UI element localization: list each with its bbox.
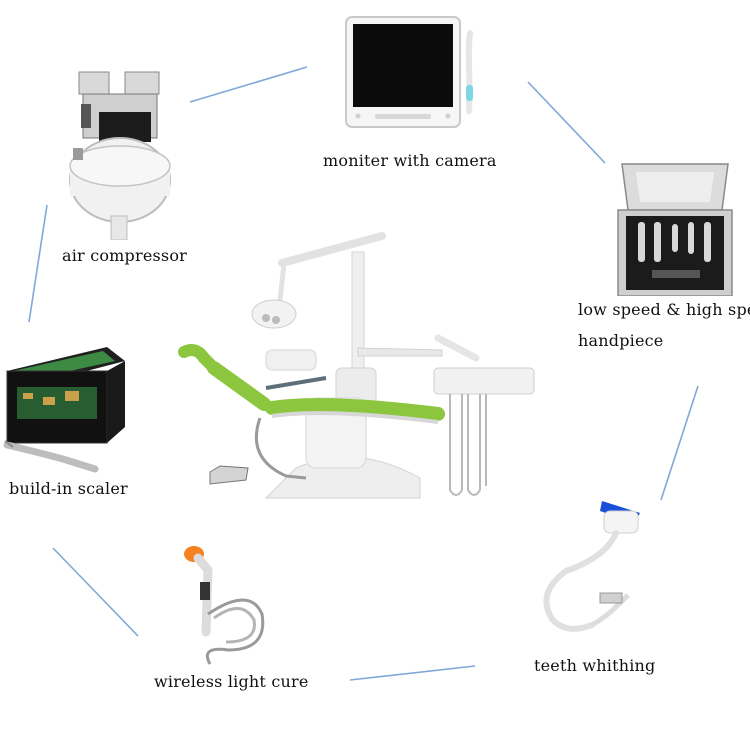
connector-line	[52, 547, 139, 637]
monitor-image	[345, 16, 473, 128]
air-compressor-image	[69, 71, 171, 240]
connector-line	[28, 204, 48, 323]
connector-line	[660, 385, 699, 501]
teeth-whitening-label: teeth whithing	[534, 656, 656, 675]
dental-chair-image	[178, 232, 535, 499]
connector-line	[527, 81, 606, 164]
scaler-image	[3, 347, 125, 473]
handpiece-label-line1: low speed & high spee	[578, 300, 750, 319]
handpiece-label-line2: handpiece	[578, 331, 664, 350]
air-compressor-label: air compressor	[62, 246, 188, 265]
light-cure-label: wireless light cure	[154, 672, 309, 691]
light-cure-image	[184, 546, 265, 665]
handpiece-case-image	[617, 163, 733, 296]
monitor-label: moniter with camera	[323, 151, 497, 170]
scaler-label: build-in scaler	[9, 479, 128, 498]
connector-line	[349, 665, 476, 681]
teeth-whitening-image	[543, 501, 640, 632]
connector-line	[189, 66, 308, 103]
